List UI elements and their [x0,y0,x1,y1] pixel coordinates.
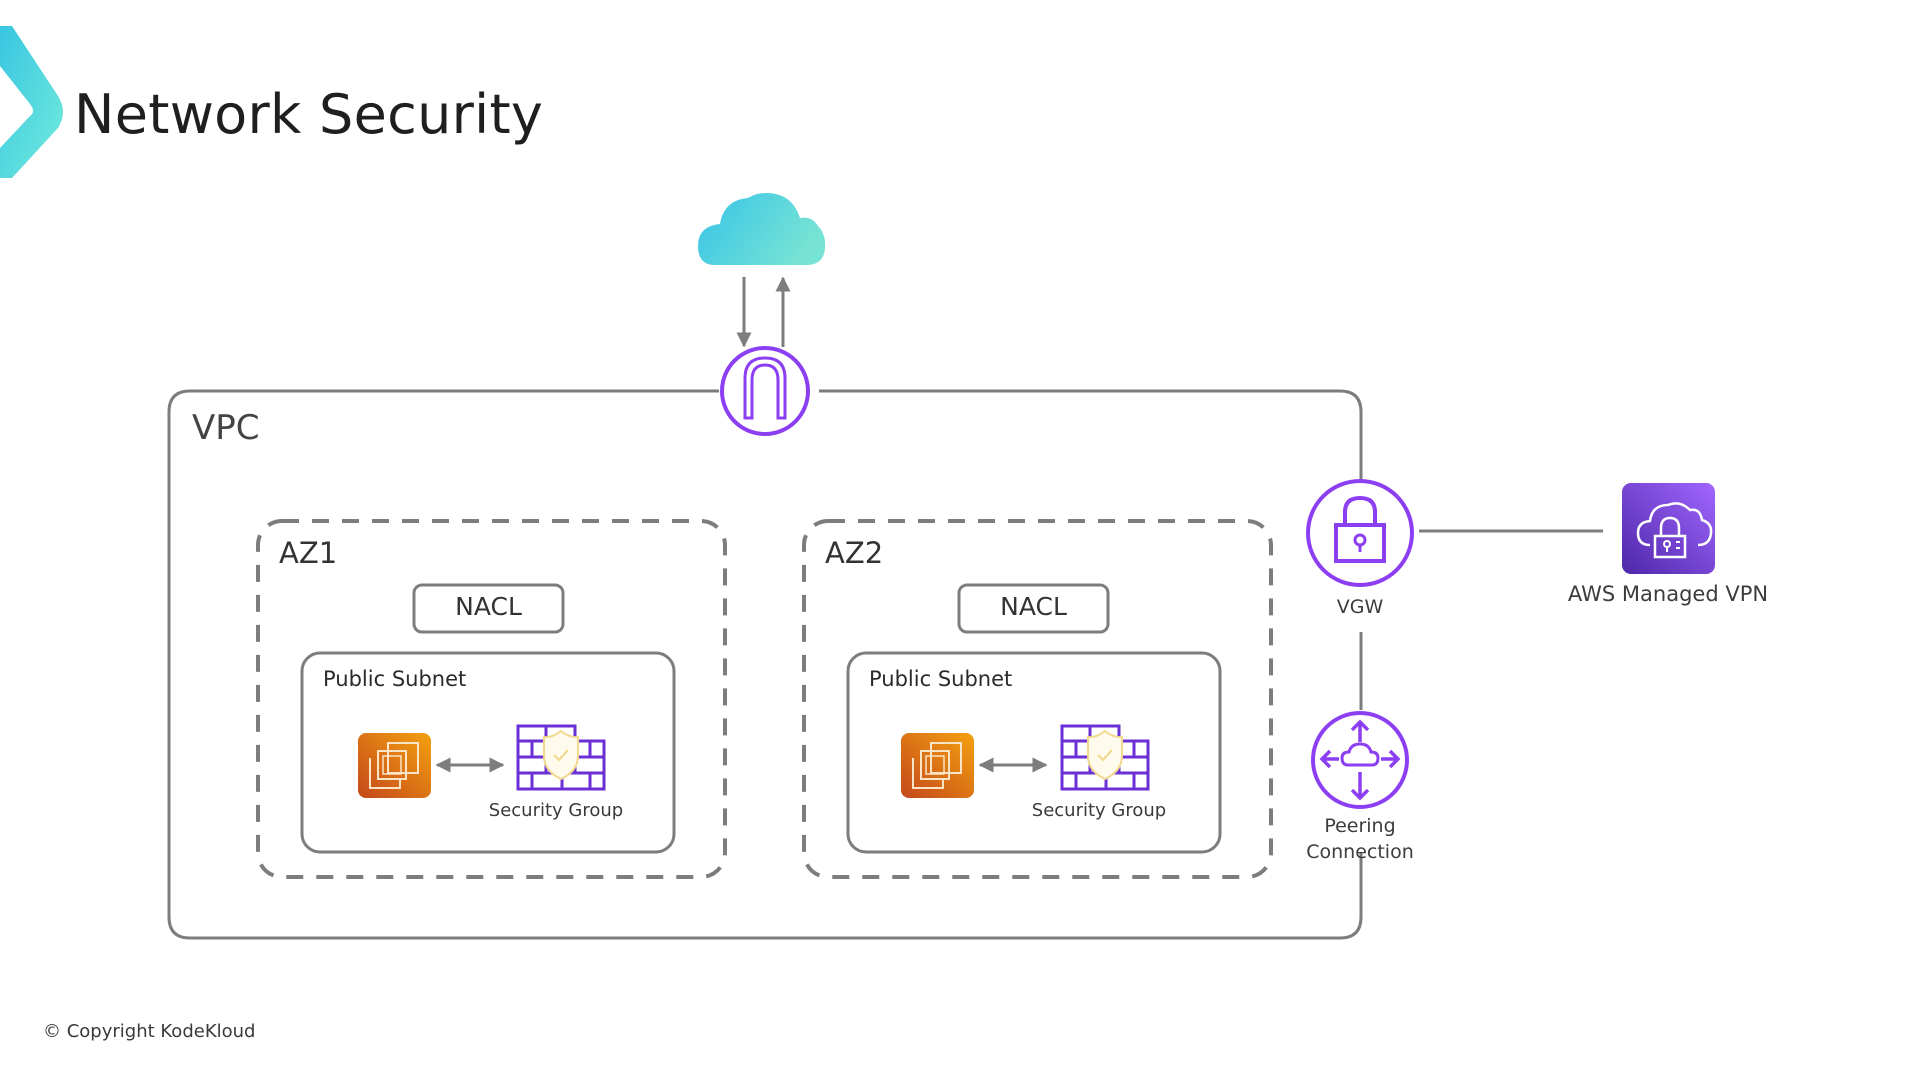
nacl-box-az2 [957,583,1110,634]
copyright-text: © Copyright KodeKloud [43,1021,256,1042]
internet-gateway-icon [720,346,810,436]
cloud-lock-icon [1622,483,1715,574]
az1-label: AZ1 [279,536,338,570]
az1-container [256,519,727,879]
nacl-label-az1: NACL [455,592,522,621]
ec2-instance-icon-az2 [901,733,974,798]
vgw-label: VGW [1336,596,1384,618]
vpc-container [167,389,1363,940]
vgw-lock-icon [1306,479,1414,587]
kodekloud-logo [0,26,63,178]
nacl-label-az2: NACL [1000,592,1067,621]
subnet-box-az2 [846,651,1222,854]
peering-arrows-icon [1311,711,1409,809]
vpc-label: VPC [192,408,260,448]
security-group-label-az1: Security Group [488,800,624,821]
peering-label-line2: Connection [1306,841,1414,863]
subnet-box-az1 [300,651,676,854]
subnet-label-az2: Public Subnet [869,667,1013,691]
security-group-label-az2: Security Group [1031,800,1167,821]
subnet-label-az1: Public Subnet [323,667,467,691]
peering-label-line1: Peering [1324,815,1396,837]
security-group-icon-az1 [516,724,606,791]
nacl-box-az1 [412,583,565,634]
page-title: Network Security [74,83,544,146]
cloud-icon [698,193,826,265]
az2-label: AZ2 [825,536,884,570]
vpn-label: AWS Managed VPN [1567,582,1769,606]
ec2-instance-icon-az1 [358,733,431,798]
security-group-icon-az2 [1060,724,1150,791]
az2-container [802,519,1273,879]
